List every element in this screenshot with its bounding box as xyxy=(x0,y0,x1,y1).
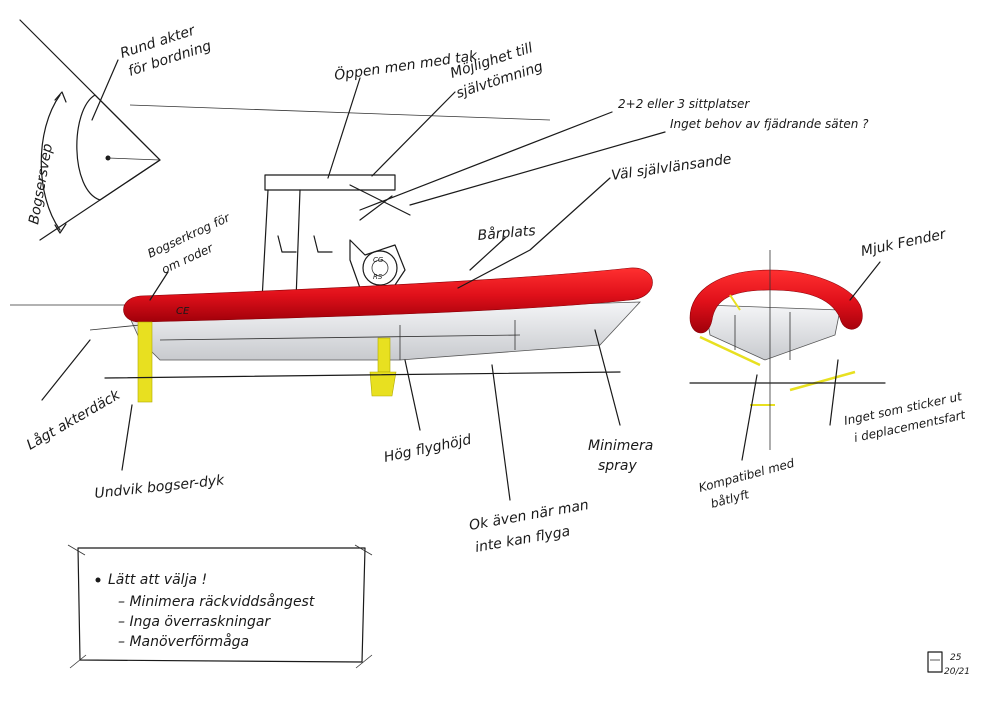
stern-jet xyxy=(137,321,153,403)
label-high-planing: Hög flyghöjd xyxy=(383,432,473,466)
notes-bullet xyxy=(95,577,101,583)
emblem-wheel xyxy=(362,250,398,286)
front-hull xyxy=(704,304,841,361)
signature-date-bottom: 20/21 xyxy=(944,667,970,677)
notes-heading: Lätt att välja ! xyxy=(108,572,207,588)
label-soft-fender: Mjuk Fender xyxy=(860,226,949,260)
mid-foil-strut xyxy=(377,337,391,373)
label-self-bailing: Väl självlänsande xyxy=(610,151,732,184)
stern-plan-view xyxy=(10,19,551,306)
roof-canopy xyxy=(264,174,396,191)
waterline xyxy=(104,371,621,379)
wheel-mark-bottom: RS xyxy=(373,273,383,281)
label-avoid-tow-dive: Undvik bogser-dyk xyxy=(94,472,226,502)
sweep-arc xyxy=(40,94,61,231)
notes-item-3: – Manöverförmåga xyxy=(118,633,249,650)
front-foil-left xyxy=(699,335,761,367)
notes-box-frame xyxy=(77,547,366,663)
console-body xyxy=(349,239,406,289)
label-low-aft-deck: Lågt akterdäck xyxy=(24,386,124,454)
round-stern-outline xyxy=(76,94,161,201)
boat-side-view: CG RS CE xyxy=(89,174,653,403)
roof-post-aft xyxy=(261,189,269,301)
label-seats-1: 2+2 eller 3 sittplatser xyxy=(618,97,750,111)
boat-front-view xyxy=(689,250,886,450)
wheel-mark-top: CG xyxy=(373,256,384,264)
label-seats-2: Inget behov av fjädrande säten ? xyxy=(670,117,869,131)
windscreen xyxy=(349,184,411,216)
label-minimize-spray-1: Minimera xyxy=(588,438,653,454)
signature: 25 20/21 xyxy=(927,651,970,677)
notes-item-1: – Minimera räckviddsångest xyxy=(118,593,315,610)
leader-lines xyxy=(41,59,881,501)
mid-foil-pod xyxy=(369,371,397,397)
notes-item-2: – Inga överraskningar xyxy=(118,614,271,630)
label-minimize-spray-2: spray xyxy=(598,458,638,474)
label-stretcher: Bårplats xyxy=(477,222,536,244)
label-ok-also-1: Ok även när man xyxy=(468,497,590,534)
notes-box: Lätt att välja ! – Minimera räckviddsång… xyxy=(67,544,373,669)
front-foil-right xyxy=(789,370,856,392)
signature-mark xyxy=(927,651,943,673)
front-fender xyxy=(689,269,863,334)
signature-date-top: 25 xyxy=(950,653,962,663)
perspective-guide xyxy=(129,104,551,121)
seat-1 xyxy=(277,235,297,253)
label-tow-sweep: Bogsersvep xyxy=(26,142,56,225)
hull-mark: CE xyxy=(176,306,190,317)
seat-2 xyxy=(313,235,333,253)
